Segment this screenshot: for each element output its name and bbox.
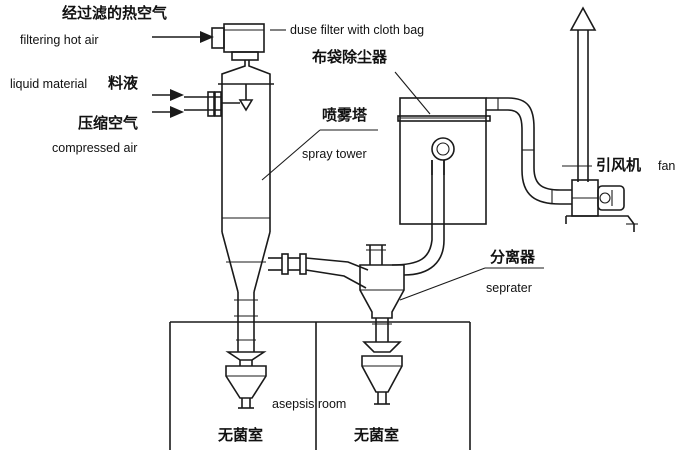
separator-label-cn: 分离器: [490, 248, 536, 266]
spray-tower-label-en: spray tower: [302, 147, 367, 161]
spray-tower: [184, 60, 274, 409]
induced-draft-fan: [565, 6, 638, 232]
compressed-air-arrow: [152, 106, 184, 118]
filter-label-cn: 布袋除尘器: [312, 48, 388, 66]
asepsis-room-label: asepsis room: [272, 397, 347, 411]
cloth-bag-filter: [397, 97, 491, 225]
asepsis-rooms: [169, 321, 471, 450]
hot-air-label-cn: 经过滤的热空气: [62, 4, 168, 22]
spray-tower-label-cn: 喷雾塔: [322, 106, 368, 124]
fan-label-cn: 引风机: [596, 156, 642, 174]
liquid-material-label-cn: 料液: [108, 74, 139, 92]
hot-air-arrow: [152, 31, 214, 43]
separator-label-en: seprater: [486, 281, 532, 295]
room-right-label: 无菌室: [354, 426, 400, 444]
top-air-filter: [211, 23, 265, 61]
liquid-material-arrow: [152, 89, 184, 101]
liquid-material-label-en: liquid material: [10, 77, 88, 91]
fan-label-en: fan: [658, 159, 676, 173]
filter-label-en: duse filter with cloth bag: [290, 23, 425, 37]
compressed-air-label-cn: 压缩空气: [78, 114, 139, 132]
compressed-air-label-en: compressed air: [52, 141, 138, 155]
tower-to-separator-pipe: [268, 253, 369, 289]
hot-air-label-en: filtering hot air: [20, 33, 99, 47]
room-left-label: 无菌室: [218, 426, 264, 444]
filter-to-fan-duct: [486, 97, 572, 205]
cyclone-separator: [359, 160, 445, 405]
leader-lines: [261, 29, 580, 301]
